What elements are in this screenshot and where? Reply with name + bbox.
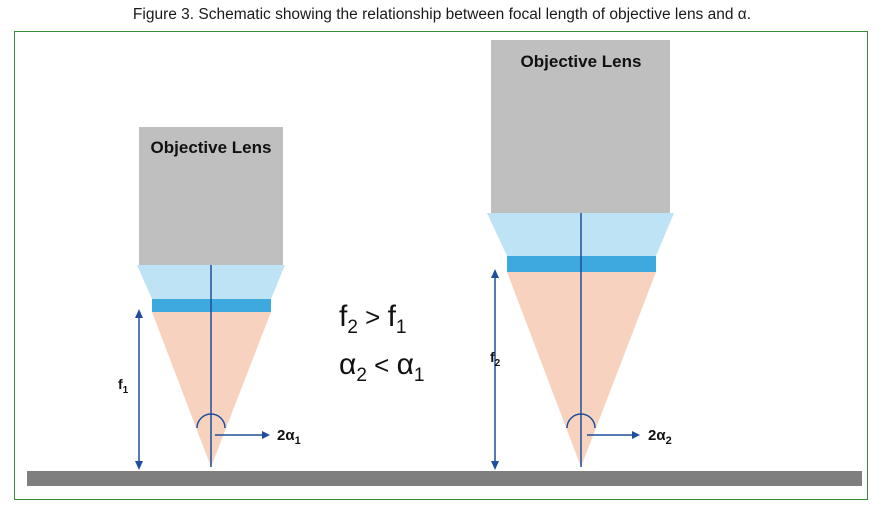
figure-caption: Figure 3. Schematic showing the relation… xyxy=(132,6,752,23)
right-lens-label: Objective Lens xyxy=(521,52,642,71)
left-lens-label: Objective Lens xyxy=(151,138,272,157)
right-lens-body xyxy=(491,40,670,213)
sample-stage xyxy=(27,471,862,486)
right-angle-arc xyxy=(566,413,596,429)
relation-alpha: α2 < α1 xyxy=(339,348,424,386)
left-angle-arc xyxy=(196,413,226,429)
left-focal-arrowhead-bottom xyxy=(135,461,143,470)
relation-focal: f2 > f1 xyxy=(339,300,406,338)
left-angle-label: 2α1 xyxy=(277,427,301,447)
left-lens-body xyxy=(139,127,283,265)
right-focal-arrowhead-top xyxy=(491,269,499,278)
left-focal-arrowhead-top xyxy=(135,309,143,318)
left-focal-label: f1 xyxy=(118,376,129,396)
left-objective: Objective Lens 2α1 f1 xyxy=(118,127,301,470)
right-focal-arrowhead-bottom xyxy=(491,461,499,470)
figure-frame xyxy=(14,31,868,500)
right-angle-label: 2α2 xyxy=(648,427,672,447)
right-objective: Objective Lens 2α2 f2 xyxy=(487,40,674,470)
relations: f2 > f1 α2 < α1 xyxy=(339,300,424,386)
right-focal-label: f2 xyxy=(490,349,501,369)
